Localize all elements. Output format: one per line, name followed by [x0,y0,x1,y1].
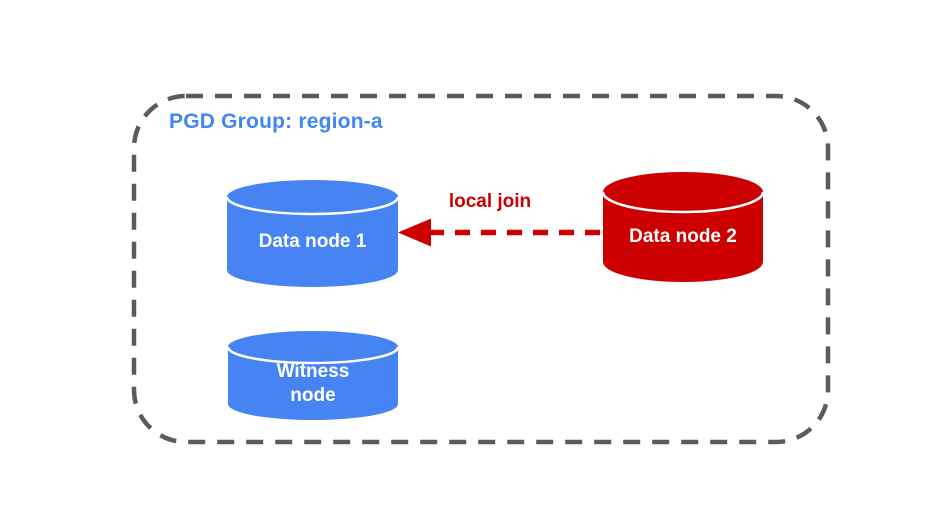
data-node-1-label: Data node 1 [258,231,367,253]
local-join-arrow-head [398,218,431,247]
cylinder-body [228,331,398,420]
node-data-node-2: Data node 2 [603,172,763,282]
cylinder-body [603,172,763,282]
witness-node-cylinder-icon [228,331,398,420]
cylinder-rim [603,191,763,214]
witness-node-label: Witness node [228,347,398,420]
node-witness: Witness node [228,331,398,420]
pgd-group-title: PGD Group: region-a [169,110,383,133]
cylinder-body [227,180,398,287]
cylinder-rim [227,196,398,216]
node-data-node-1: Data node 1 [227,180,398,287]
data-node-2-cylinder-icon [603,172,763,282]
data-node-2-label: Data node 2 [629,226,737,248]
witness-node-label-text: Witness node [276,360,350,406]
local-join-edge-label: local join [448,191,532,212]
data-node-1-cylinder-icon [227,180,398,287]
cylinder-rim [228,346,398,365]
